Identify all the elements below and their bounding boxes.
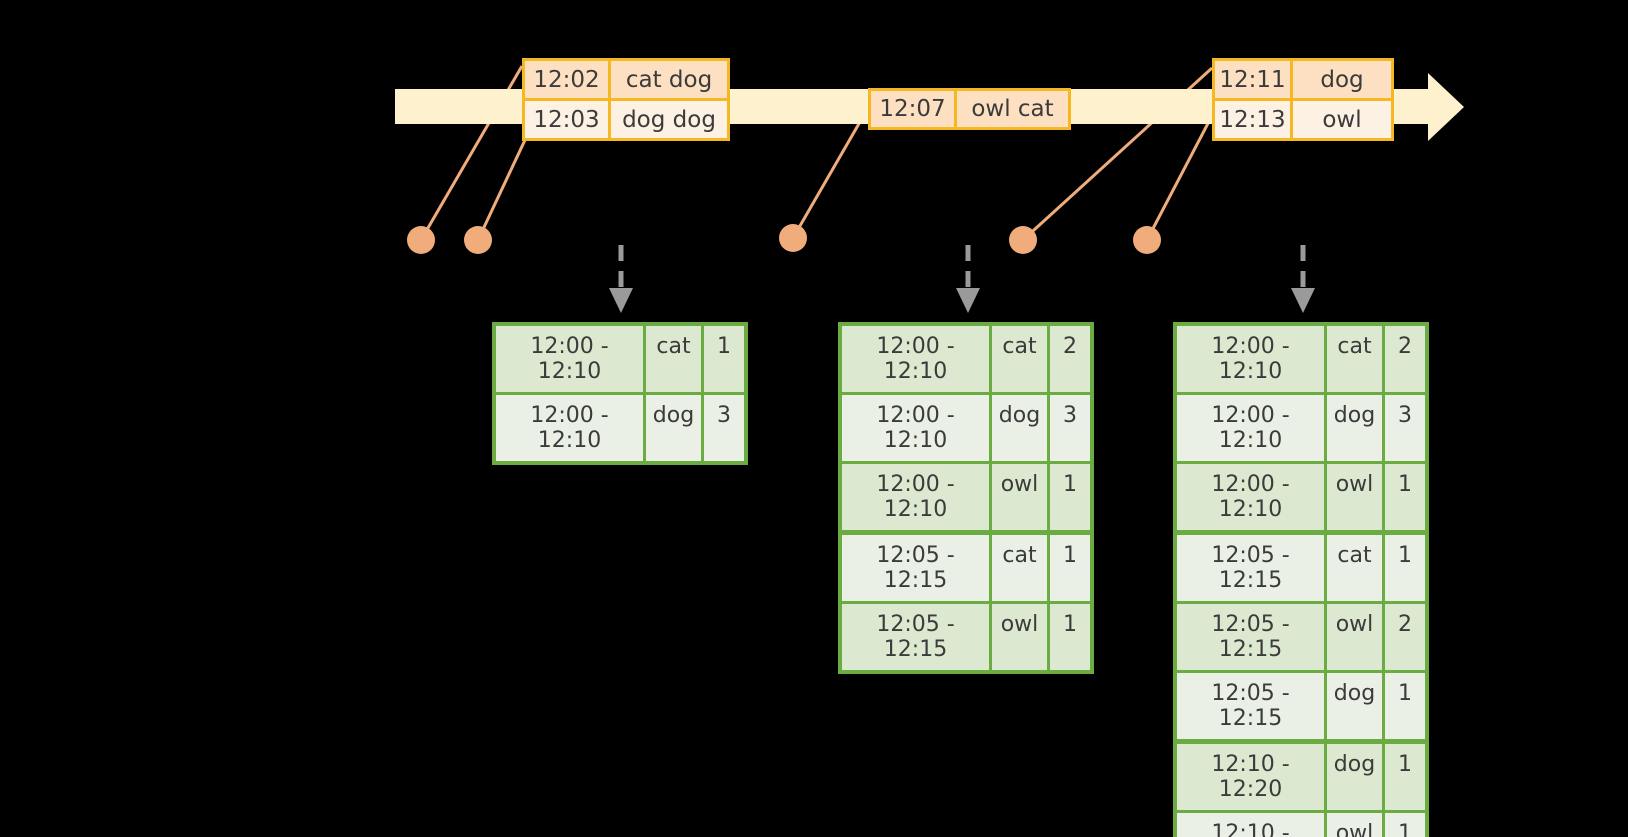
cell-window: 12:00 - 12:10 — [496, 326, 646, 392]
cell-count: 3 — [1398, 403, 1412, 428]
event-value: dog dog — [622, 106, 716, 133]
cell-window: 12:05 - 12:15 — [1177, 604, 1327, 670]
cell-count: 1 — [1398, 472, 1412, 497]
cell-key: dog — [1327, 744, 1385, 810]
cell-window: 12:05 - 12:15 — [1177, 535, 1327, 601]
table-row[interactable]: 12:10 - 12:20owl 1 — [1177, 810, 1425, 837]
event-value: dog — [1320, 66, 1364, 93]
cell-count: 3 — [717, 403, 731, 428]
cell-key: cat — [1327, 535, 1385, 601]
cell-key: owl — [1327, 464, 1385, 530]
event-row[interactable]: 12:02 cat dog — [525, 61, 727, 98]
event-row[interactable]: 12:11 dog — [1215, 61, 1391, 98]
cell-window: 12:00 - 12:10 — [842, 395, 992, 461]
event-group-2[interactable]: 12:07 owl cat — [868, 88, 1071, 130]
event-group-1[interactable]: 12:02 cat dog 12:03 dog dog — [522, 58, 730, 141]
cell-key: dog — [992, 395, 1050, 461]
cell-window: 12:00 - 12:10 — [842, 464, 992, 530]
event-time: 12:07 — [871, 91, 957, 127]
source-dot-2[interactable] — [464, 226, 492, 254]
event-row[interactable]: 12:13 owl — [1215, 98, 1391, 138]
cell-window: 12:00 - 12:10 — [1177, 326, 1327, 392]
cell-window: 12:05 - 12:15 — [1177, 673, 1327, 739]
event-value: owl — [1322, 106, 1362, 133]
cell-window: 12:05 - 12:15 — [842, 604, 992, 670]
cell-key: owl — [1327, 604, 1385, 670]
cell-key: owl — [1327, 813, 1385, 837]
cell-window: 12:10 - 12:20 — [1177, 744, 1327, 810]
cell-key: owl — [992, 464, 1050, 530]
cell-count: 1 — [717, 334, 731, 359]
cell-key: dog — [1327, 673, 1385, 739]
source-dot-4[interactable] — [1009, 226, 1037, 254]
cell-count: 1 — [1398, 681, 1412, 706]
event-value: cat dog — [625, 66, 713, 93]
cell-count: 1 — [1063, 472, 1077, 497]
event-time: 12:13 — [1215, 101, 1293, 138]
event-group-3[interactable]: 12:11 dog 12:13 owl — [1212, 58, 1394, 141]
cell-count: 1 — [1398, 752, 1412, 777]
cell-key: dog — [1327, 395, 1385, 461]
cell-count: 2 — [1063, 334, 1077, 359]
event-time: 12:02 — [525, 61, 611, 98]
cell-window: 12:05 - 12:15 — [842, 535, 992, 601]
cell-window: 12:00 - 12:10 — [1177, 464, 1327, 530]
timeline-arrow-right-icon — [1428, 73, 1464, 141]
cell-count: 2 — [1398, 334, 1412, 359]
cell-key: cat — [646, 326, 704, 392]
down-arrow-2 — [956, 245, 980, 313]
cell-key: cat — [992, 326, 1050, 392]
cell-count: 1 — [1063, 543, 1077, 568]
event-time: 12:11 — [1215, 61, 1293, 98]
event-row[interactable]: 12:07 owl cat — [871, 91, 1068, 127]
event-row[interactable]: 12:03 dog dog — [525, 98, 727, 138]
source-dot-1[interactable] — [407, 226, 435, 254]
cell-window: 12:00 - 12:10 — [1177, 395, 1327, 461]
cell-count: 1 — [1398, 821, 1412, 837]
source-dot-5[interactable] — [1133, 226, 1161, 254]
cell-count: 1 — [1398, 543, 1412, 568]
cell-count: 2 — [1398, 612, 1412, 637]
cell-key: cat — [1327, 326, 1385, 392]
cell-key: dog — [646, 395, 704, 461]
down-arrow-1 — [609, 245, 633, 313]
cell-count: 3 — [1063, 403, 1077, 428]
event-time: 12:03 — [525, 101, 611, 138]
cell-window: 12:00 - 12:10 — [842, 326, 992, 392]
cell-window: 12:00 - 12:10 — [496, 395, 646, 461]
source-dot-3[interactable] — [779, 224, 807, 252]
down-arrow-3 — [1291, 245, 1315, 313]
cell-key: cat — [992, 535, 1050, 601]
event-value: owl cat — [971, 96, 1054, 122]
cell-key: owl — [992, 604, 1050, 670]
cell-count: 1 — [1063, 612, 1077, 637]
cell-window: 12:10 - 12:20 — [1177, 813, 1327, 837]
